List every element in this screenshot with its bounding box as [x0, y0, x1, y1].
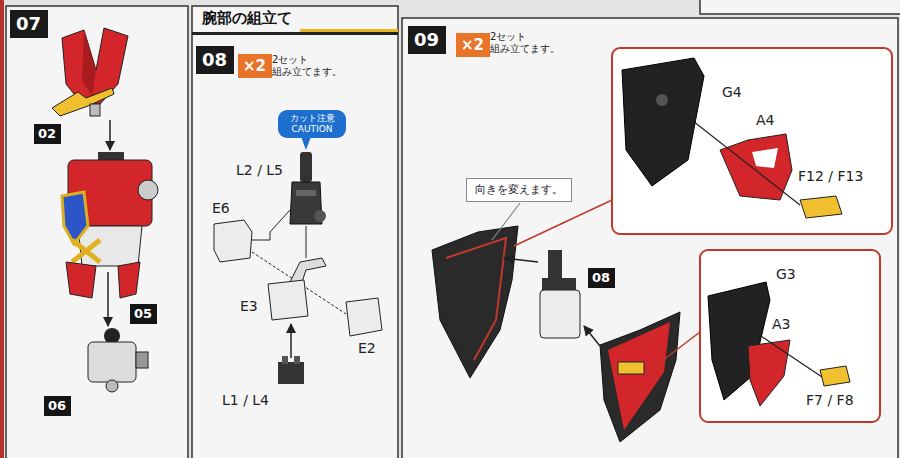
part-e6 [214, 220, 252, 262]
step-panel [700, 0, 900, 14]
detail-box [612, 48, 892, 234]
part-06 [136, 352, 148, 368]
assembly-08 [548, 250, 562, 280]
node-text: 09 [414, 29, 439, 51]
node-text: ×2 [461, 36, 484, 54]
detail-box [700, 250, 880, 422]
part-02 [52, 28, 128, 116]
part-06 [106, 380, 118, 392]
header-rule [192, 32, 398, 35]
part-name: G4 [722, 84, 742, 101]
assembly-line [252, 210, 290, 240]
part-02 [90, 104, 100, 116]
part-05 [138, 180, 158, 200]
part-l1 [282, 356, 288, 364]
section-title: 腕部の組立て [202, 8, 292, 28]
node-text: 06 [48, 398, 66, 414]
part-l2 [300, 152, 312, 182]
callout-number: 06 [44, 396, 71, 416]
quantity-badge: ×2 [238, 54, 272, 78]
callout-number: 02 [34, 124, 61, 144]
step-panel [402, 18, 898, 458]
set-note: 2セット 組み立てます。 [490, 31, 574, 55]
caution-bubble: カット注意 CAUTION [278, 110, 346, 138]
assembly-arrow [290, 324, 292, 358]
detail-pointer [650, 332, 700, 370]
part-name: A3 [772, 316, 790, 333]
shield-part [600, 312, 680, 442]
assembly-arrow [504, 258, 538, 262]
shield-part [608, 322, 670, 430]
note-pointer [492, 203, 520, 240]
shield-part [432, 226, 518, 378]
part-f7 [820, 366, 850, 386]
part-name: L2 / L5 [236, 162, 283, 179]
part-l2 [290, 152, 326, 224]
part-05 [62, 192, 88, 244]
part-g4 [622, 58, 704, 186]
part-e2 [346, 298, 382, 336]
step-panel [192, 6, 398, 458]
node-text: ×2 [243, 57, 266, 75]
part-06 [88, 328, 148, 392]
part-name: G3 [776, 266, 796, 283]
assembly-arrow [670, 103, 800, 205]
step-number: 09 [408, 26, 446, 54]
part-name: E2 [358, 340, 376, 357]
callout-number: 08 [588, 268, 615, 288]
part-name: E6 [212, 200, 230, 217]
step-panel [6, 6, 188, 458]
part-name: F7 / F8 [806, 392, 854, 409]
node-text: 08 [202, 49, 227, 71]
edge-strip [0, 0, 4, 458]
part-02 [82, 30, 96, 96]
part-name: A4 [756, 112, 774, 129]
part-05 [78, 226, 142, 266]
part-06 [88, 342, 136, 382]
part-l2 [296, 190, 316, 196]
part-05 [72, 240, 100, 262]
node-text: 向きを変えます。 [475, 183, 563, 197]
note-box: 向きを変えます。 [466, 178, 572, 202]
part-f12 [800, 196, 842, 218]
assembly-08 [540, 290, 580, 338]
part-e3 [290, 258, 326, 282]
assembly-line [306, 226, 307, 258]
shield-part [446, 238, 506, 360]
set-note: 2セット 組み立てます。 [272, 54, 356, 78]
quantity-badge: ×2 [456, 33, 490, 57]
part-e3 [268, 280, 308, 320]
assembly-arrow [109, 120, 111, 150]
part-05 [66, 262, 96, 298]
shield-part [618, 362, 644, 374]
node-text: 08 [592, 270, 610, 286]
part-a4 [752, 148, 778, 168]
detail-pointer [514, 200, 612, 246]
assembly-arrow [107, 272, 109, 326]
part-05 [118, 262, 140, 298]
callout-number: 05 [130, 304, 157, 324]
step-number: 08 [196, 46, 234, 74]
part-02 [62, 28, 128, 104]
part-l2 [314, 210, 326, 222]
part-g4 [656, 94, 668, 106]
node-text: 02 [38, 126, 56, 142]
part-a3 [748, 340, 790, 406]
part-name: F12 / F13 [798, 168, 863, 185]
node-text: 07 [16, 13, 41, 35]
assembly-arrow [584, 326, 600, 346]
part-l1 [294, 356, 300, 364]
part-02 [52, 88, 114, 116]
node-text: 05 [134, 306, 152, 322]
node-text: カット注意 CAUTION [284, 113, 340, 135]
part-l1 [278, 362, 304, 384]
part-05 [62, 152, 158, 298]
part-name: L1 / L4 [222, 392, 269, 409]
part-name: E3 [240, 298, 258, 315]
step-number: 07 [10, 10, 48, 38]
header-rule [300, 29, 398, 32]
